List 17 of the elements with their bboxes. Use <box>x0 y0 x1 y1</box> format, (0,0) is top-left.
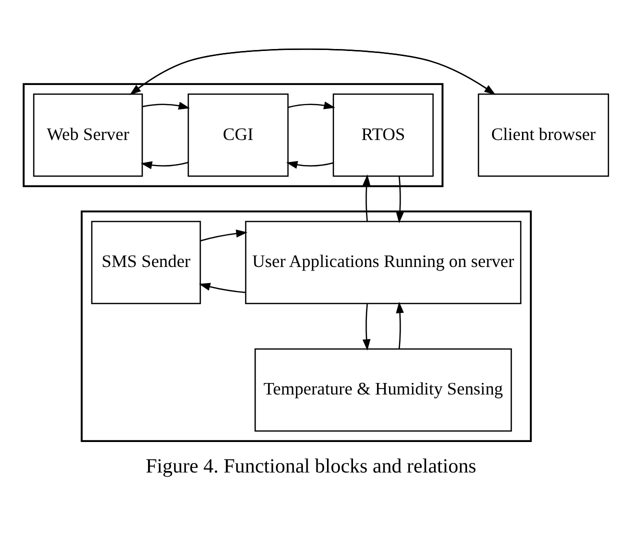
node-box: RTOS <box>332 93 434 177</box>
arrow <box>286 160 334 169</box>
arrow <box>200 230 248 242</box>
node-box: Temperature & Humidity Sensing <box>254 348 512 432</box>
node-box: Client browser <box>478 93 610 177</box>
arrow <box>140 161 188 170</box>
node-box: SMS Sender <box>91 220 201 304</box>
node-box: User Applications Running on server <box>245 220 522 304</box>
arrow <box>198 282 246 294</box>
node-box: Web Server <box>33 93 143 177</box>
caption: Figure 4. Functional blocks and relations <box>146 455 476 478</box>
arrow <box>396 302 404 349</box>
node-box: CGI <box>188 93 289 177</box>
arrow <box>362 174 370 222</box>
arrow <box>362 304 370 351</box>
arrow <box>288 102 336 110</box>
arrow <box>142 102 190 110</box>
